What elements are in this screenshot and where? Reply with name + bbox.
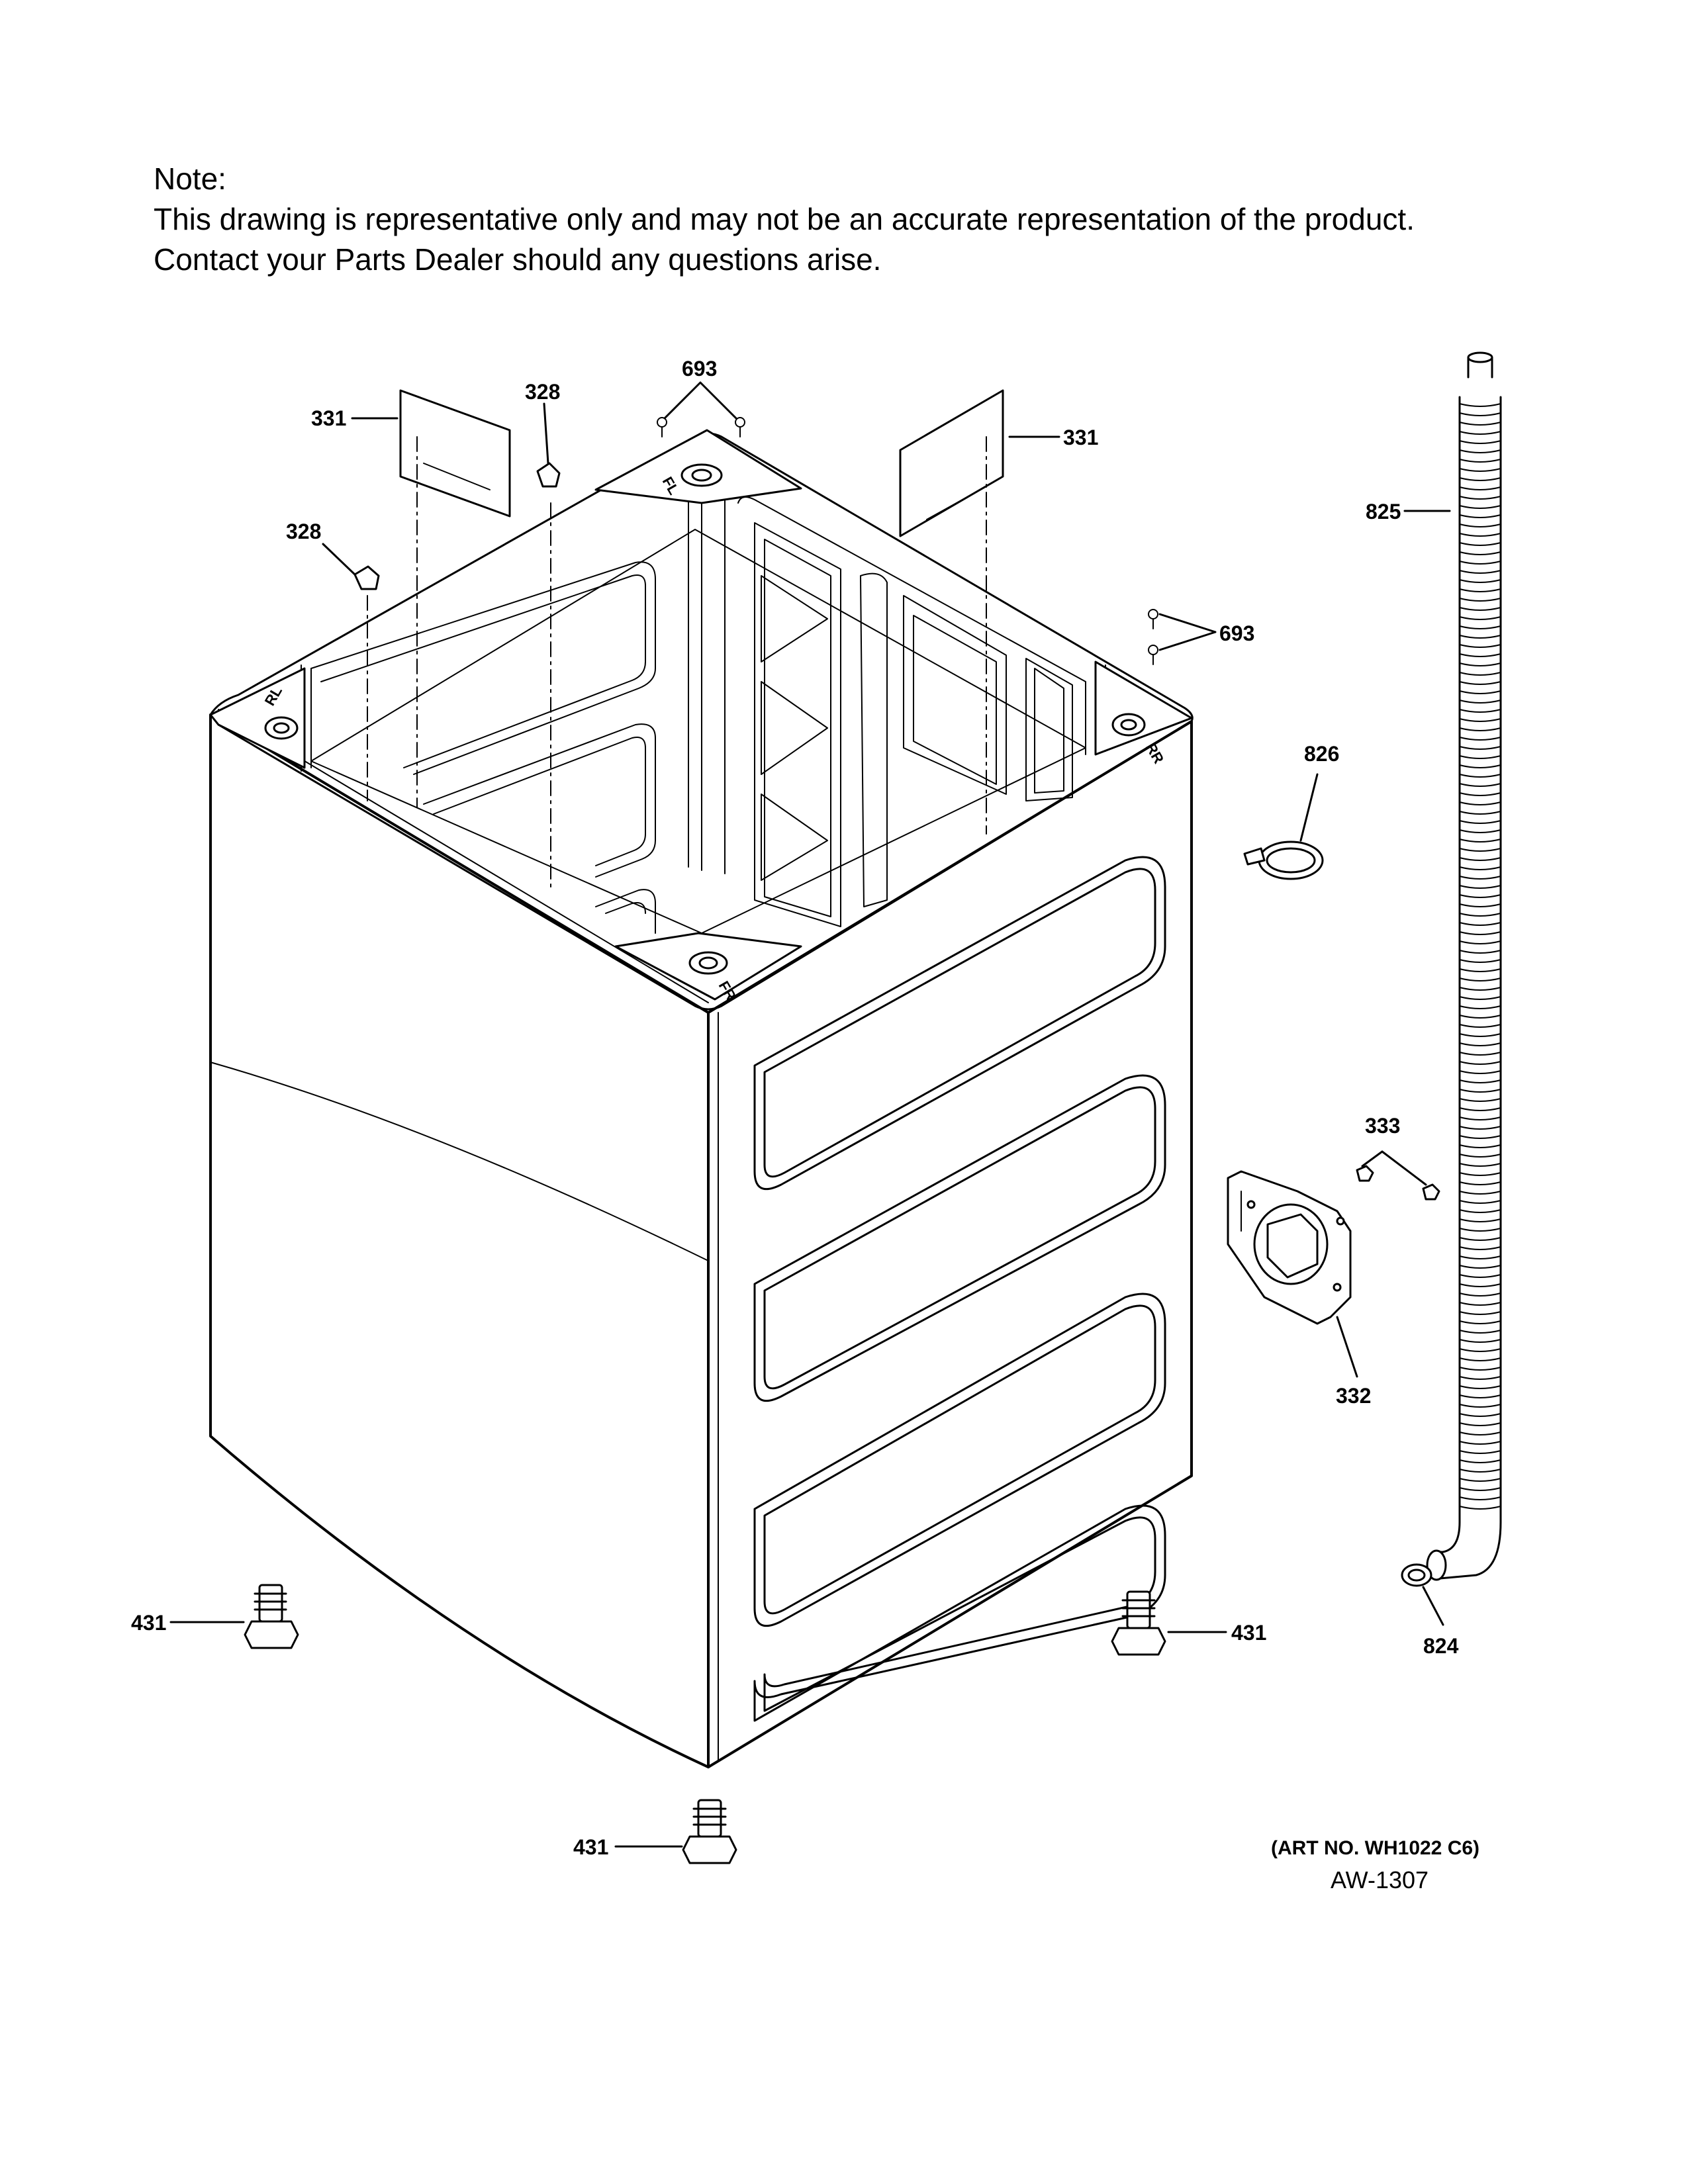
clip-lower bbox=[353, 565, 380, 590]
screws-top bbox=[657, 417, 745, 437]
callout-431-left: 431 bbox=[131, 1611, 166, 1635]
cabinet-left-side bbox=[209, 713, 710, 1768]
cabinet-top-inner bbox=[310, 529, 1086, 934]
callout-693-top: 693 bbox=[682, 357, 717, 381]
drain-bracket-332 bbox=[1227, 1170, 1352, 1325]
aw-code: AW-1307 bbox=[1331, 1866, 1429, 1893]
hose-clamp-826 bbox=[1243, 841, 1324, 880]
callout-693-right: 693 bbox=[1219, 621, 1254, 645]
callout-331-left: 331 bbox=[311, 406, 346, 430]
callout-825: 825 bbox=[1366, 500, 1401, 523]
cabinet-top-rim bbox=[209, 432, 1194, 1011]
callout-826: 826 bbox=[1304, 742, 1339, 766]
alignment-lines bbox=[367, 436, 987, 891]
left-wall-ribs bbox=[310, 561, 656, 934]
cabinet-front-panel bbox=[707, 720, 1193, 1768]
rear-post bbox=[688, 489, 726, 874]
right-gusset bbox=[1094, 660, 1193, 756]
hose-clamp-824 bbox=[1401, 1563, 1432, 1587]
note-block: Note: This drawing is representative onl… bbox=[154, 159, 1415, 280]
note-line-1: This drawing is representative only and … bbox=[154, 202, 1415, 236]
left-gusset bbox=[209, 667, 306, 769]
clip-upper bbox=[536, 462, 561, 488]
leveling-leg-bottom bbox=[682, 1799, 737, 1864]
note-line-2: Contact your Parts Dealer should any que… bbox=[154, 242, 882, 277]
callout-331-right: 331 bbox=[1063, 426, 1098, 449]
leveling-leg-right bbox=[1111, 1590, 1166, 1656]
callout-333: 333 bbox=[1365, 1114, 1400, 1138]
callout-328-upper: 328 bbox=[525, 380, 560, 404]
callout-824: 824 bbox=[1423, 1634, 1459, 1658]
corner-holes bbox=[264, 463, 1146, 975]
note-heading: Note: bbox=[154, 161, 226, 196]
art-number: (ART NO. WH1022 C6) bbox=[1271, 1837, 1480, 1859]
nuts-333 bbox=[1356, 1165, 1440, 1201]
callout-332: 332 bbox=[1336, 1384, 1371, 1408]
screws-right bbox=[1148, 609, 1158, 665]
right-wall-ribs bbox=[737, 496, 1086, 927]
callout-431-right: 431 bbox=[1231, 1621, 1266, 1645]
corner-mark-rr: RR bbox=[1143, 740, 1168, 766]
drain-hose-825 bbox=[1426, 351, 1502, 1581]
leveling-leg-left bbox=[244, 1584, 299, 1649]
callout-431-bottom: 431 bbox=[573, 1835, 608, 1859]
top-panel-left bbox=[399, 389, 511, 518]
leader-lines bbox=[169, 381, 1451, 1848]
top-panel-right bbox=[899, 389, 1004, 537]
front-panel-ribs bbox=[753, 856, 1166, 1722]
cabinet-left-seam bbox=[210, 1062, 709, 1261]
callout-328-lower: 328 bbox=[286, 520, 321, 543]
cabinet bbox=[209, 429, 1194, 1768]
